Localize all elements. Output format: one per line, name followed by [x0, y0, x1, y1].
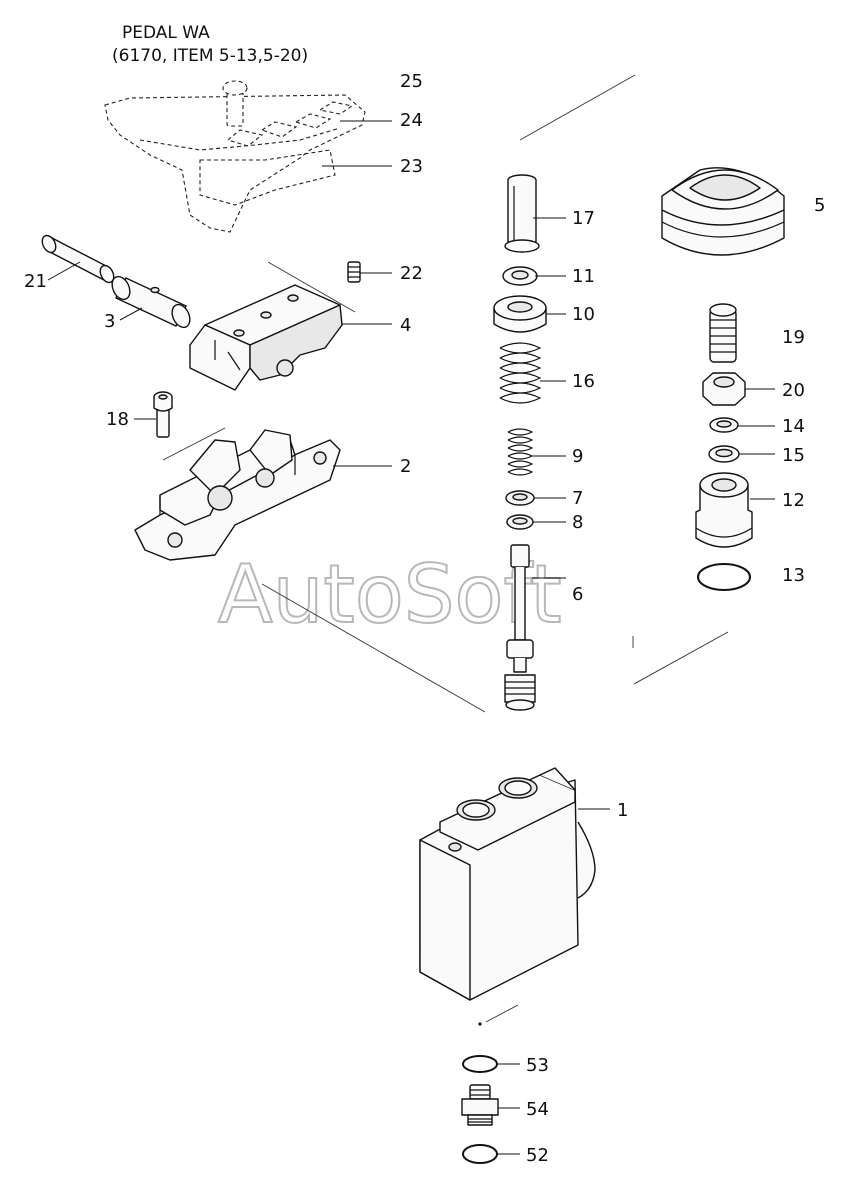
- callout-18: 18: [106, 409, 129, 430]
- callout-2: 2: [400, 456, 411, 477]
- callout-25: 25: [400, 71, 423, 92]
- valve-body-1: [419, 767, 596, 1001]
- bolt-18: [153, 391, 173, 438]
- body-12: [695, 472, 753, 548]
- washer-11: [502, 266, 538, 286]
- callout-54: 54: [526, 1099, 549, 1120]
- pointer-dot: [478, 1022, 482, 1026]
- diagram-title-line2: (6170, ITEM 5-13,5-20): [112, 46, 308, 66]
- callout-14: 14: [782, 416, 805, 437]
- o-ring-53: [462, 1055, 498, 1073]
- pedal-rib: [139, 127, 341, 151]
- plunger-6: [504, 544, 536, 711]
- callout-3: 3: [104, 311, 115, 332]
- construction-lines: [162, 74, 729, 1023]
- callout-5: 5: [814, 195, 825, 216]
- callout-6: 6: [572, 584, 583, 605]
- leader-lines: [47, 120, 775, 1155]
- callout-8: 8: [572, 512, 583, 533]
- callout-52: 52: [526, 1145, 549, 1166]
- callout-10: 10: [572, 304, 595, 325]
- spring-16: [499, 342, 542, 404]
- spring-9: [507, 428, 534, 476]
- sleeve-17: [504, 174, 540, 253]
- pedal-assembly-dashed: [104, 80, 366, 233]
- diagram-title-line1: PEDAL WA: [122, 23, 210, 43]
- pin-3: [111, 275, 191, 329]
- pedal-bracket-4: [189, 284, 343, 391]
- setscrew-22: [347, 261, 361, 283]
- callout-23: 23: [400, 156, 423, 177]
- callout-4: 4: [400, 315, 411, 336]
- callout-53: 53: [526, 1055, 549, 1076]
- callout-11: 11: [572, 266, 595, 287]
- callout-9: 9: [572, 446, 583, 467]
- callout-12: 12: [782, 490, 805, 511]
- callout-1: 1: [617, 800, 628, 821]
- callout-20: 20: [782, 380, 805, 401]
- callout-17: 17: [572, 208, 595, 229]
- callout-22: 22: [400, 263, 423, 284]
- ring-15: [708, 445, 740, 463]
- washer-7: [505, 490, 535, 506]
- base-bracket-2: [134, 429, 341, 561]
- pin-21: [41, 234, 115, 284]
- o-ring-13: [697, 563, 751, 591]
- watermark: AutoSoft: [218, 548, 562, 641]
- bolt-25: [226, 89, 244, 127]
- nut-20: [702, 372, 746, 406]
- fitting-54: [461, 1084, 499, 1126]
- callout-13: 13: [782, 565, 805, 586]
- boot-5: [661, 167, 785, 256]
- cap-10: [493, 295, 547, 333]
- stud-19: [709, 303, 737, 363]
- pedal-tread-grooves: [226, 101, 354, 147]
- washer-8: [506, 514, 534, 530]
- callout-7: 7: [572, 488, 583, 509]
- callout-21: 21: [24, 271, 47, 292]
- bolt-25-head: [222, 80, 248, 96]
- callout-15: 15: [782, 445, 805, 466]
- o-ring-52: [462, 1144, 498, 1164]
- callout-24: 24: [400, 110, 423, 131]
- callout-16: 16: [572, 371, 595, 392]
- pedal-body: [104, 94, 366, 233]
- callout-19: 19: [782, 327, 805, 348]
- ring-14: [709, 417, 739, 433]
